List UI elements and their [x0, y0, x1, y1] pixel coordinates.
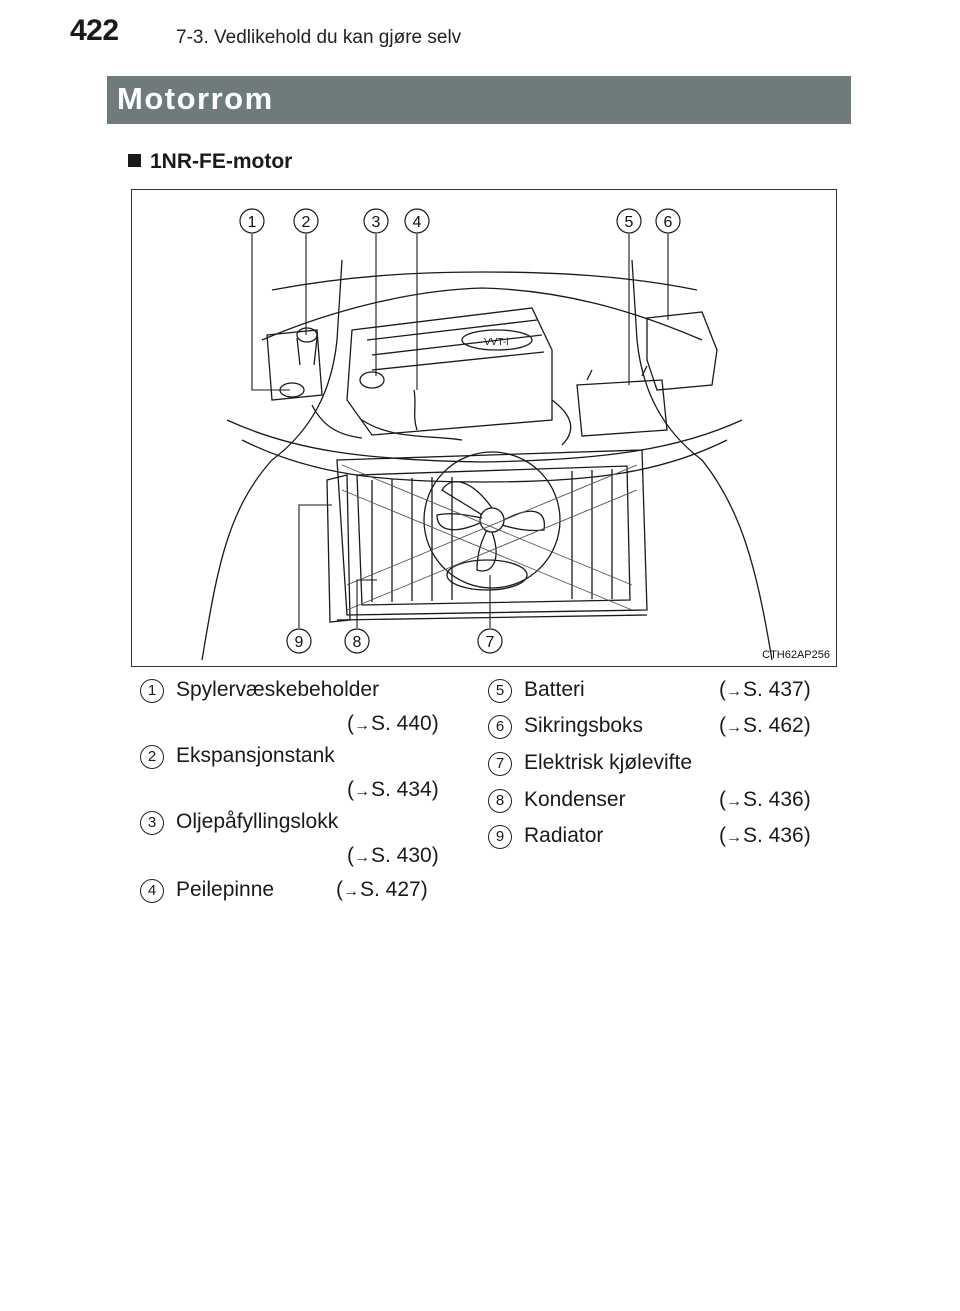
callout-9: 9	[286, 628, 312, 654]
section-title-bar: Motorrom	[107, 76, 851, 124]
engine-illustration: VVT-i	[201, 208, 773, 661]
arrow-right-icon: →	[354, 783, 370, 800]
page-reference: (→S. 427)	[336, 878, 428, 901]
legend-label: Peilepinne	[176, 878, 275, 901]
callout-markers: 1 2 3 4 5 6 7 8 9	[239, 208, 681, 654]
legend-label: Spylervæskebeholder	[176, 678, 380, 701]
section-title: Motorrom	[117, 81, 274, 116]
page-reference: (→S. 430)	[347, 844, 439, 867]
callout-1: 1	[239, 208, 265, 234]
callout-4: 4	[404, 208, 430, 234]
figure-code: CTH62AP256	[762, 649, 830, 661]
legend-label: Kondenser	[524, 788, 626, 811]
arrow-right-icon: →	[726, 719, 742, 736]
legend-label: Elektrisk kjølevifte	[524, 751, 693, 774]
legend-number: 1	[140, 679, 164, 703]
legend-label: Radiator	[524, 824, 604, 847]
svg-text:5: 5	[625, 214, 634, 231]
legend-number: 5	[488, 679, 512, 703]
svg-text:8: 8	[353, 634, 362, 651]
callout-3: 3	[363, 208, 389, 234]
svg-text:3: 3	[372, 214, 381, 231]
page-reference: (→S. 437)	[719, 678, 811, 701]
page-reference: (→S. 440)	[347, 712, 439, 735]
arrow-right-icon: →	[726, 683, 742, 700]
page-number: 422	[70, 14, 119, 47]
callout-7: 7	[477, 628, 503, 654]
engine-compartment-figure: VVT-i	[131, 189, 837, 667]
svg-text:VVT-i: VVT-i	[484, 337, 508, 348]
arrow-right-icon: →	[726, 793, 742, 810]
callout-leaders	[251, 234, 669, 628]
callout-2: 2	[293, 208, 319, 234]
svg-text:2: 2	[302, 214, 311, 231]
legend-label: Ekspansjonstank	[176, 744, 335, 767]
svg-text:6: 6	[664, 214, 673, 231]
arrow-right-icon: →	[354, 849, 370, 866]
subsection-title: 1NR-FE-motor	[150, 150, 293, 173]
callout-8: 8	[344, 628, 370, 654]
arrow-right-icon: →	[343, 883, 359, 900]
legend-number: 6	[488, 715, 512, 739]
page-reference: (→S. 462)	[719, 714, 811, 737]
square-bullet-icon	[128, 154, 141, 167]
page-reference: (→S. 436)	[719, 824, 811, 847]
svg-text:1: 1	[248, 214, 257, 231]
svg-text:4: 4	[413, 214, 422, 231]
legend-number: 2	[140, 745, 164, 769]
legend-number: 9	[488, 825, 512, 849]
svg-text:9: 9	[295, 634, 304, 651]
svg-text:7: 7	[486, 634, 495, 651]
subsection-heading: 1NR-FE-motor	[128, 150, 292, 174]
callout-6: 6	[655, 208, 681, 234]
legend-label: Batteri	[524, 678, 585, 701]
running-header: 7-3. Vedlikehold du kan gjøre selv	[176, 27, 462, 48]
page-reference: (→S. 436)	[719, 788, 811, 811]
legend-label: Sikringsboks	[524, 714, 644, 737]
legend-number: 8	[488, 789, 512, 813]
page-reference: (→S. 434)	[347, 778, 439, 801]
legend-number: 7	[488, 752, 512, 776]
arrow-right-icon: →	[354, 717, 370, 734]
legend-number: 4	[140, 879, 164, 903]
legend-label: Oljepåfyllingslokk	[176, 810, 339, 833]
engine-drawing: VVT-i	[201, 259, 773, 661]
legend-number: 3	[140, 811, 164, 835]
arrow-right-icon: →	[726, 829, 742, 846]
callout-5: 5	[616, 208, 642, 234]
